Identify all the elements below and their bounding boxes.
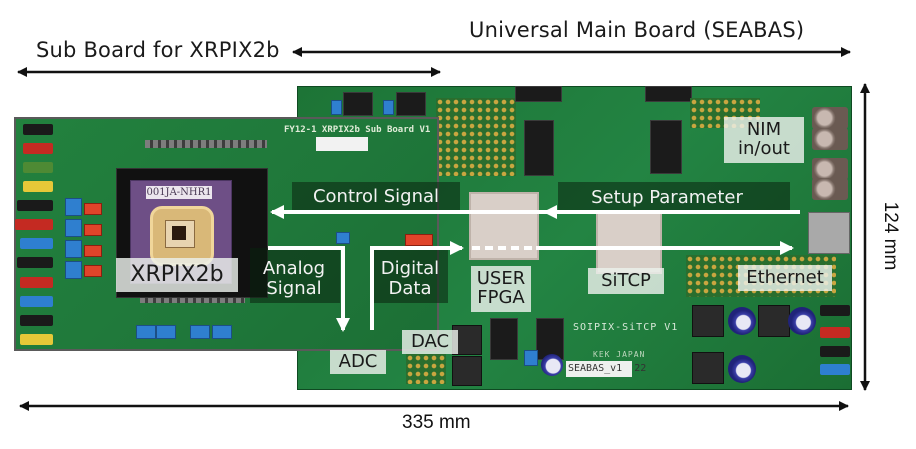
digital-data-label: Digital Data — [374, 256, 446, 302]
dip-switch — [84, 245, 102, 257]
trimmer-pot — [212, 325, 232, 339]
sensor-die — [172, 226, 186, 240]
banana-jack-black — [20, 315, 53, 326]
memory-chip — [650, 120, 682, 174]
banana-jack-black — [17, 257, 53, 268]
memory-chip — [524, 120, 554, 176]
banana-jack-yellow — [23, 181, 53, 192]
power-connector — [758, 305, 790, 337]
trimmer-pot — [136, 325, 156, 339]
seabas-serial-tag: SEABAS_v1 22 — [566, 361, 646, 377]
silkscreen-sub-board: FY12-1 XRPIX2b Sub Board V1 — [284, 125, 431, 135]
regulator-chip — [396, 92, 426, 116]
power-connector — [692, 305, 724, 337]
banana-jack-blue — [20, 238, 53, 249]
control-signal-label: Control Signal — [312, 186, 440, 208]
sitcp-label: SiTCP — [588, 268, 664, 294]
prototype-pad-grid — [406, 354, 446, 384]
sensor-label: XRPIX2b — [116, 258, 238, 292]
banana-jack-black — [17, 200, 53, 211]
banana-jack-green — [23, 162, 53, 173]
banana-jack-red — [15, 219, 53, 230]
regulator-chip — [490, 318, 518, 360]
dip-switch — [84, 224, 102, 236]
nim-line2: in/out — [738, 138, 790, 159]
adc-label: ADC — [330, 350, 386, 374]
banana-jack-black — [23, 124, 53, 135]
nim-io-label: NIM in/out — [724, 117, 804, 163]
nim-bnc-connector — [812, 128, 848, 150]
ethernet-jack — [808, 212, 850, 254]
main-board-title: Universal Main Board (SEABAS) — [469, 18, 805, 42]
height-dimension-label: 124 mm — [880, 201, 901, 271]
pin-header-row — [145, 140, 267, 148]
silkscreen-kek: KEK JAPAN — [593, 350, 646, 359]
ethernet-label: Ethernet — [738, 265, 832, 291]
capacitor — [728, 355, 756, 383]
trimmer-pot — [190, 325, 210, 339]
trimmer-pot — [65, 219, 82, 237]
banana-jack-black — [820, 346, 850, 357]
banana-jack-red — [23, 143, 53, 154]
user-fpga-line2: FPGA — [477, 287, 525, 308]
nim-bnc-connector — [812, 178, 848, 200]
sitcp-fpga-chip — [596, 212, 662, 274]
trimmer-pot — [156, 325, 176, 339]
slide-switch — [405, 234, 433, 246]
setup-parameter-band — [558, 182, 790, 212]
header-connector — [515, 86, 562, 102]
silkscreen-main-board: SOIPIX-SiTCP V1 — [573, 322, 679, 333]
banana-jack-red — [20, 277, 53, 288]
pin-header-row — [140, 296, 245, 303]
dac-label: DAC — [402, 330, 458, 354]
user-fpga-chip — [469, 192, 539, 260]
capacitor-blue — [383, 100, 394, 115]
dip-switch — [84, 203, 102, 215]
digital-line1: Digital — [380, 258, 440, 280]
dip-switch — [84, 265, 102, 277]
power-connector — [692, 352, 724, 384]
trimmer-pot — [524, 350, 538, 366]
capacitor — [541, 354, 563, 376]
analog-line2: Signal — [266, 278, 322, 299]
banana-jack-blue — [20, 296, 53, 307]
capacitor — [728, 307, 756, 335]
trimmer-pot — [336, 232, 350, 244]
trimmer-pot — [65, 261, 82, 279]
nim-bnc-connector — [812, 158, 848, 180]
banana-jack-blue — [820, 364, 850, 375]
prototype-pad-grid — [436, 98, 516, 176]
header-connector — [645, 86, 692, 102]
user-fpga-label: USER FPGA — [471, 266, 531, 312]
banana-jack-red — [820, 327, 850, 338]
user-fpga-line1: USER — [476, 268, 526, 290]
analog-line1: Analog — [262, 258, 326, 280]
nim-line1: NIM — [746, 119, 782, 141]
nim-bnc-connector — [812, 107, 848, 129]
sub-board-label-plate — [316, 137, 368, 151]
trimmer-pot — [65, 198, 82, 216]
capacitor — [788, 307, 816, 335]
sensor-die-inner — [165, 220, 195, 248]
capacitor-blue — [331, 100, 342, 115]
power-connector — [452, 356, 482, 386]
analog-signal-label: Analog Signal — [254, 256, 334, 302]
banana-jack-black — [820, 305, 850, 316]
control-signal-band — [292, 182, 460, 214]
chip-marking: 001JA-NHR1 — [146, 186, 212, 199]
sub-board-title: Sub Board for XRPIX2b — [36, 38, 280, 62]
width-dimension-label: 335 mm — [402, 412, 471, 433]
regulator-chip — [343, 92, 373, 116]
trimmer-pot — [65, 240, 82, 258]
digital-line2: Data — [388, 278, 432, 299]
setup-parameter-label: Setup Parameter — [591, 187, 743, 209]
banana-jack-yellow — [20, 334, 53, 345]
